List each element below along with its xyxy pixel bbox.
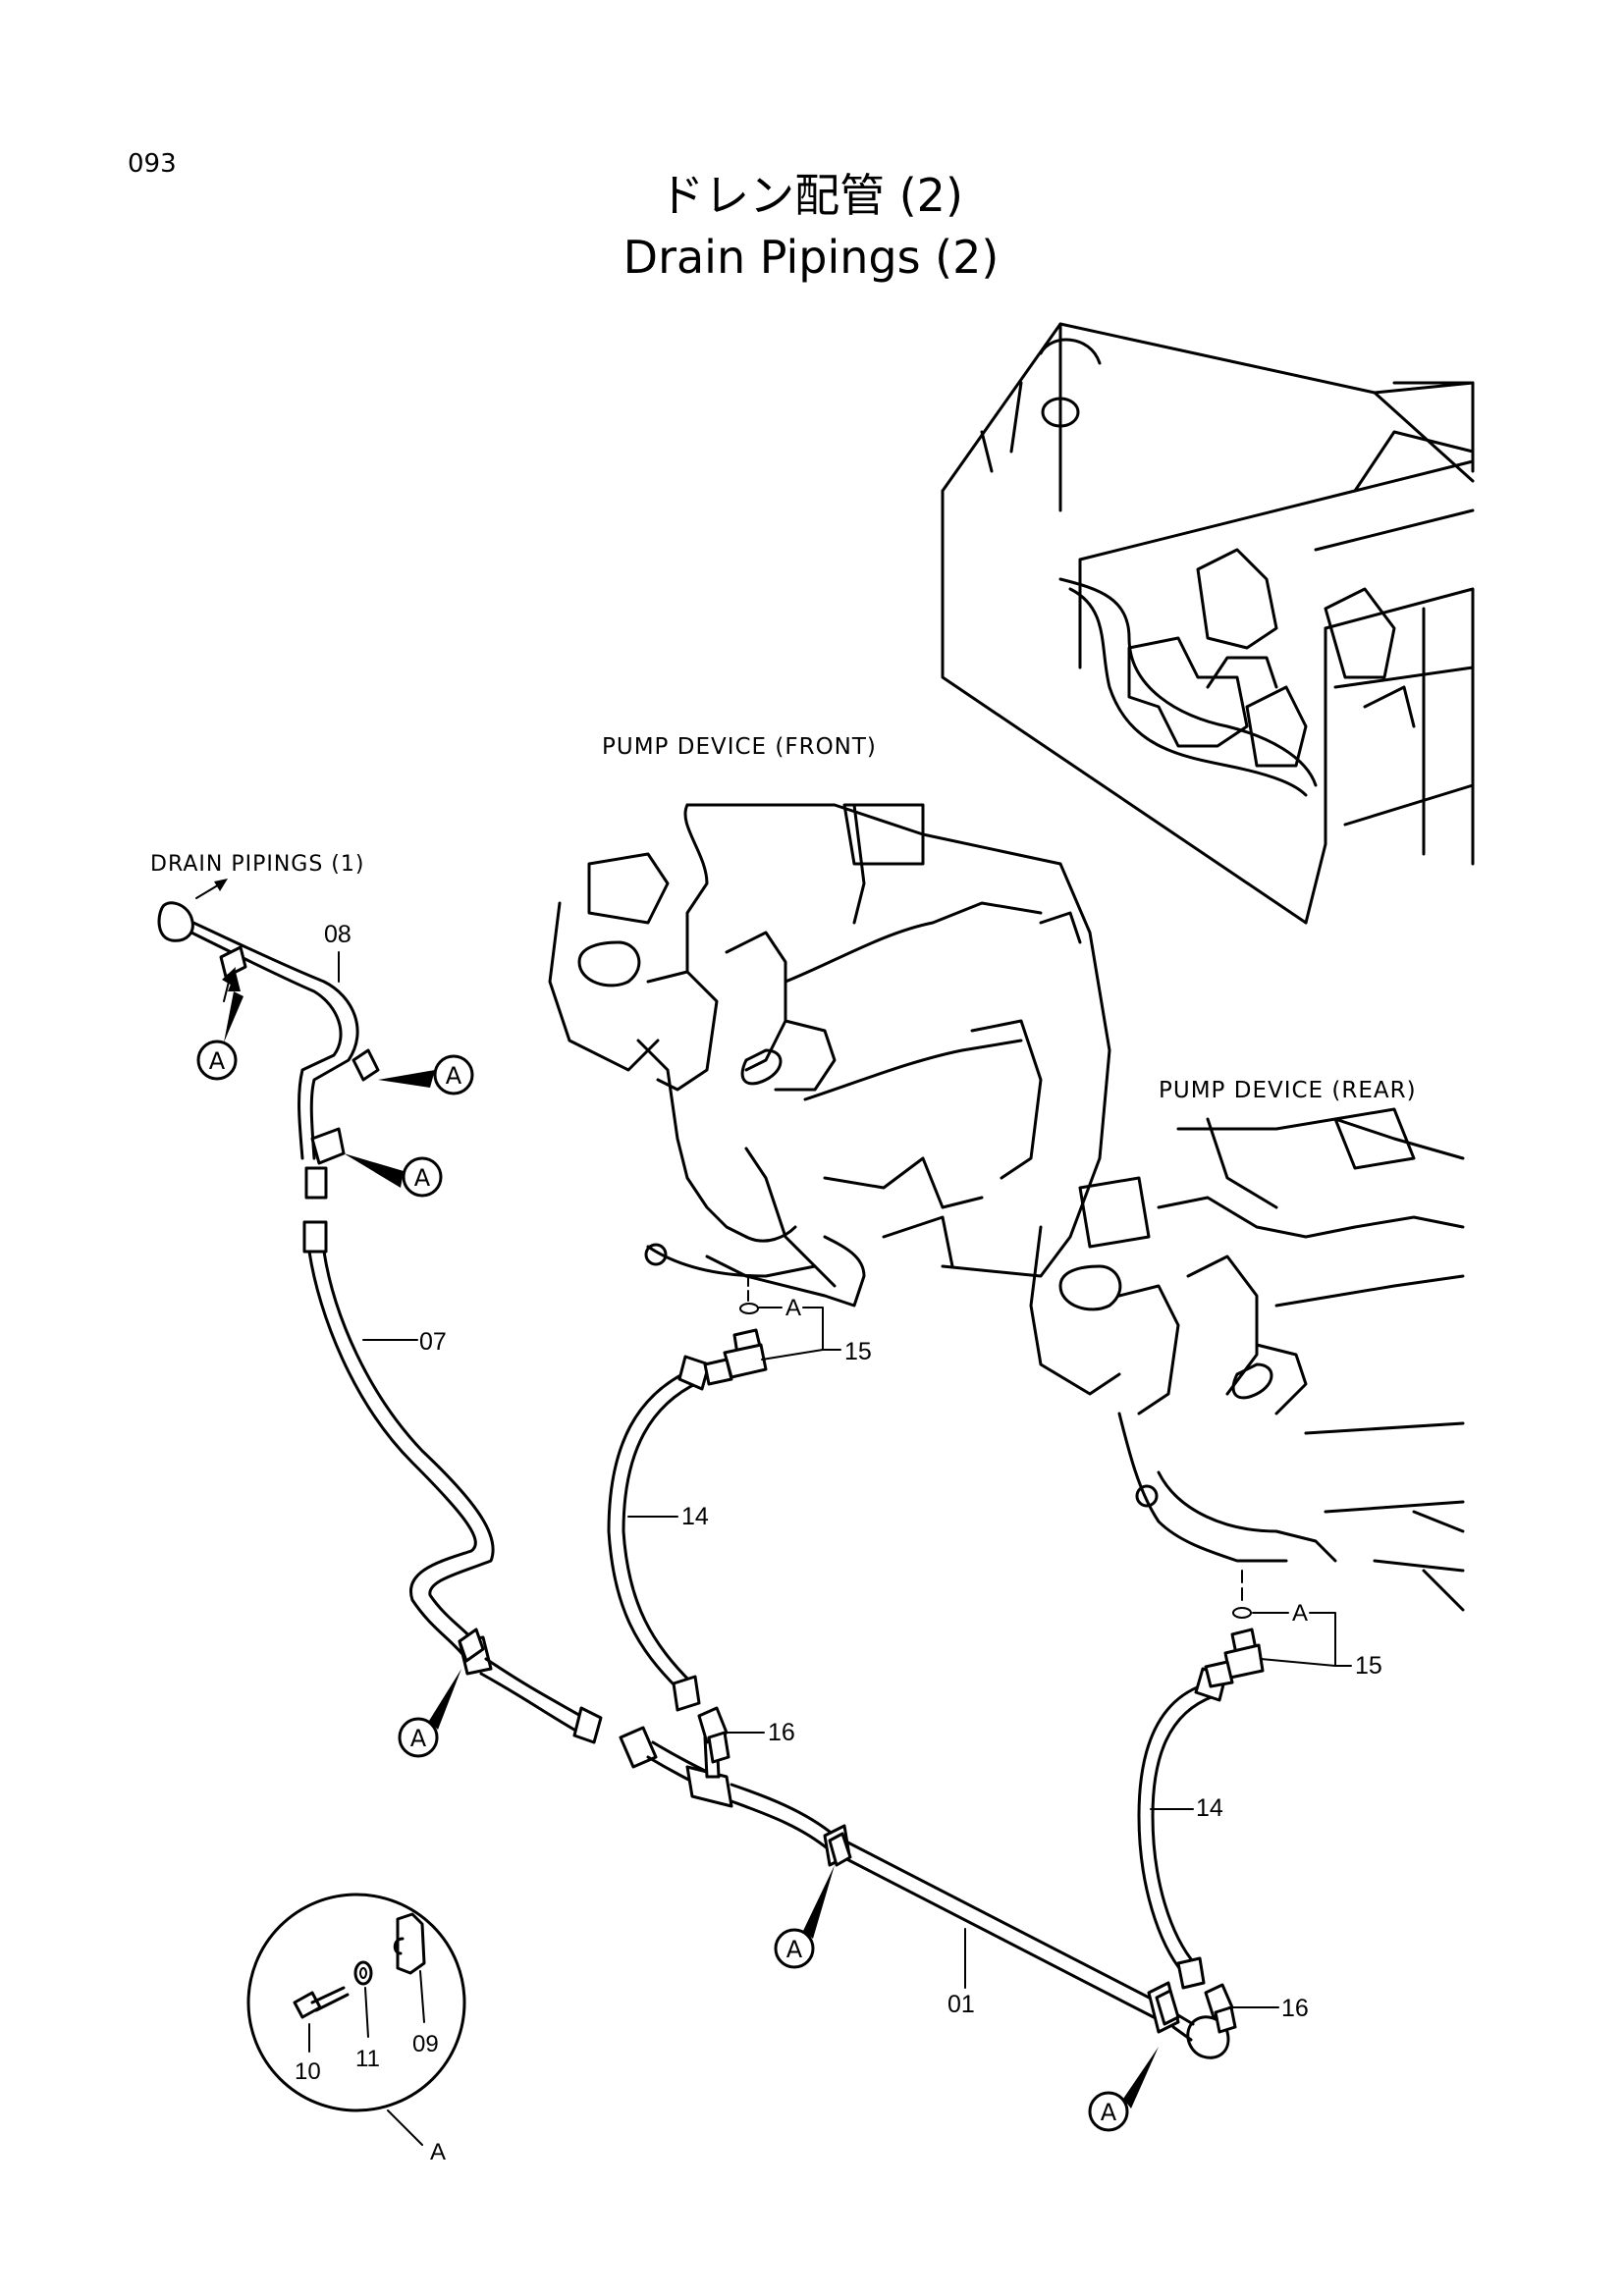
callout-a-4: A [410,1725,427,1752]
callout-a-2: A [446,1062,462,1090]
part-16-front-label: 16 [768,1719,795,1746]
a-ref-rear: A [1292,1600,1308,1627]
part-14-rear-label: 14 [1196,1794,1223,1822]
title-japanese: ドレン配管 (2) [659,169,963,222]
detail-a-label: A [430,2139,446,2165]
callout-a-6: A [1101,2099,1117,2126]
o-ring-rear [1232,1607,1252,1619]
machine-overview [941,322,1475,925]
part-09-label: 09 [412,2031,439,2057]
clamps [458,1628,1180,2026]
elbow-fitting-15-front [703,1328,768,1386]
part-01-label: 01 [947,1991,975,2018]
part-10-label: 10 [295,2058,321,2085]
label-pump-rear: PUMP DEVICE (REAR) [1159,1078,1417,1103]
label-pump-front: PUMP DEVICE (FRONT) [602,734,877,760]
callout-a-3: A [414,1164,431,1192]
callout-a-group: A A A A A A [196,967,1159,2132]
detail-view-a: A 10 11 09 [246,1893,466,2165]
part-15-front-label: 15 [844,1338,872,1365]
part-11-label: 11 [355,2046,380,2072]
part-08-label: 08 [324,921,352,948]
part-15-rear-label: 15 [1355,1652,1382,1680]
hose-14-rear [1137,1667,1227,1990]
title-english: Drain Pipings (2) [623,231,1000,284]
part-07-label: 07 [419,1328,447,1356]
pipe-08 [157,901,380,1200]
elbow-fitting-16-front [697,1706,730,1764]
a-ref-front: A [785,1295,801,1321]
pipe-07 [302,1220,603,1744]
elbow-fitting-15-rear [1204,1628,1265,1688]
page-number: 093 [128,149,177,179]
callout-a-1: A [209,1047,226,1075]
callout-a-5: A [786,1936,803,1963]
part-16-rear-label: 16 [1281,1995,1309,2022]
pump-device-rear [1029,1107,1465,1612]
o-ring-front [739,1303,759,1314]
label-drain-pipings-1: DRAIN PIPINGS (1) [150,852,364,877]
hose-14-front [607,1355,711,1712]
part-14-front-label: 14 [681,1503,709,1530]
pump-device-front [548,803,1111,1308]
pipe-01 [619,1726,1230,2059]
